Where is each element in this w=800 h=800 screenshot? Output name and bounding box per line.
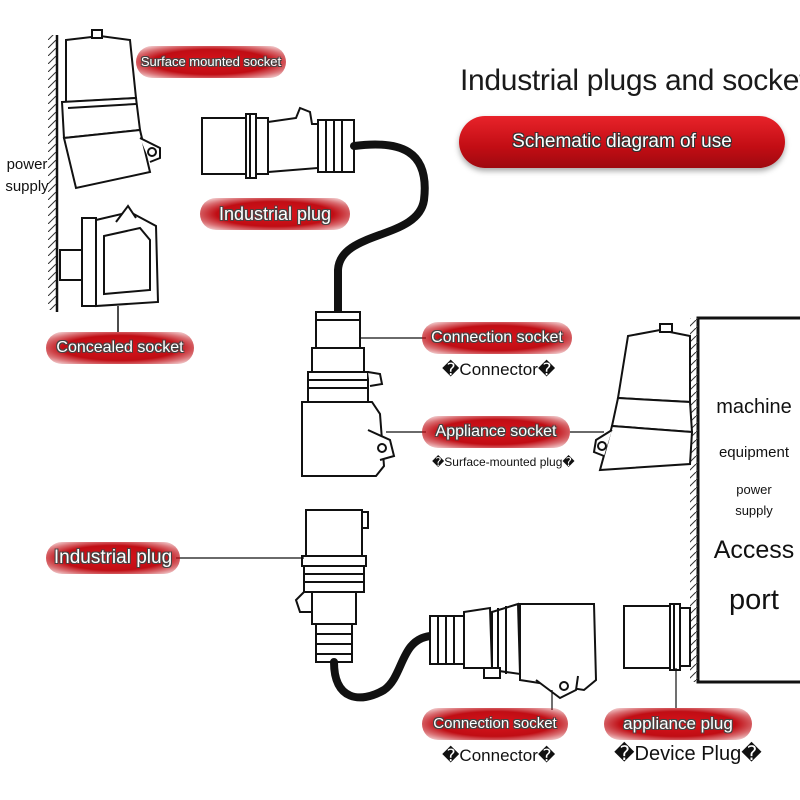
power-supply-line1: power bbox=[6, 156, 48, 173]
label-industrial-plug-bottom: Industrial plug bbox=[46, 542, 180, 574]
power-supply-line2: supply bbox=[5, 178, 49, 195]
label-industrial-plug-top: Industrial plug bbox=[200, 198, 350, 230]
appliance-plug-illustration bbox=[623, 603, 691, 671]
label-connector-bottom: �Connector� bbox=[442, 746, 556, 765]
subtitle-banner: Schematic diagram of use bbox=[459, 116, 785, 168]
label-surface-mounted-socket: Surface mounted socket bbox=[136, 46, 286, 78]
machine-line2: equipment bbox=[718, 444, 790, 461]
industrial-plug-bottom-illustration bbox=[294, 509, 369, 663]
surface-mounted-socket-illustration bbox=[60, 29, 161, 190]
machine-panel bbox=[690, 316, 800, 684]
label-connection-socket-mid: Connection socket bbox=[422, 322, 572, 354]
page-title: Industrial plugs and sockets bbox=[460, 64, 800, 97]
connection-socket-mid-illustration bbox=[301, 311, 396, 477]
concealed-socket-illustration bbox=[59, 204, 160, 332]
machine-line4: supply bbox=[735, 503, 773, 518]
cable-top bbox=[334, 140, 429, 316]
machine-line6: port bbox=[729, 584, 779, 616]
cable-bottom bbox=[330, 632, 434, 702]
label-connector-mid: �Connector� bbox=[442, 360, 556, 379]
power-supply-label: power supply bbox=[2, 154, 52, 198]
label-concealed-socket: Concealed socket bbox=[46, 332, 194, 364]
leader-lines bbox=[176, 337, 677, 710]
connection-socket-bottom-illustration bbox=[429, 602, 598, 700]
appliance-socket-illustration bbox=[592, 323, 694, 472]
left-wall bbox=[48, 35, 59, 312]
machine-line1: machine bbox=[716, 396, 792, 418]
label-appliance-plug: appliance plug bbox=[604, 708, 752, 740]
machine-line5: Access bbox=[713, 536, 795, 564]
industrial-plug-top-illustration bbox=[201, 106, 355, 179]
label-device-plug: �Device Plug� bbox=[614, 743, 762, 765]
label-connection-socket-bottom: Connection socket bbox=[422, 708, 568, 740]
label-appliance-socket: Appliance socket bbox=[422, 416, 570, 448]
label-surface-mounted-plug: �Surface-mounted plug� bbox=[432, 455, 575, 469]
machine-line3: power bbox=[736, 482, 772, 497]
